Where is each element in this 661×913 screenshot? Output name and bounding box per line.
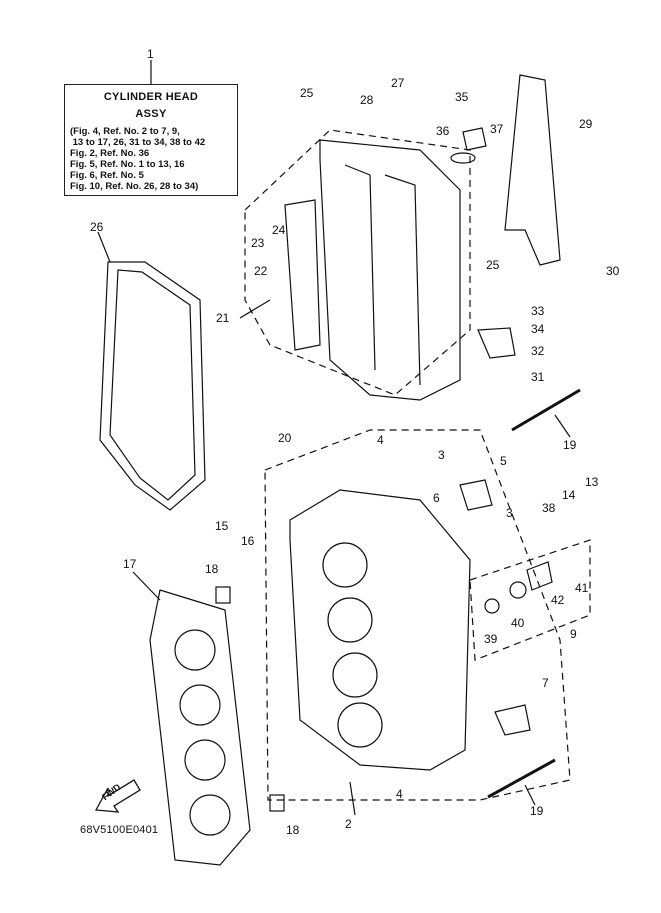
legend-subtitle: ASSY — [135, 108, 167, 120]
callout-32: 32 — [531, 344, 545, 358]
chamber-2 — [327, 597, 373, 643]
callout-27: 27 — [391, 76, 405, 90]
bracket-29 — [504, 74, 561, 266]
bore-1 — [174, 629, 216, 671]
leader-2 — [349, 781, 356, 816]
legend-ref-line: Fig. 2, Ref. No. 36 — [70, 148, 150, 159]
callout-34: 34 — [531, 322, 545, 336]
callout-4a: 4 — [377, 433, 384, 447]
callout-22: 22 — [254, 264, 268, 278]
callout-3a: 3 — [438, 448, 445, 462]
o-ring — [450, 152, 476, 164]
callout-14: 14 — [562, 488, 576, 502]
bore-3 — [184, 739, 226, 781]
callout-40: 40 — [511, 616, 525, 630]
cylinder-head-group-outline — [264, 429, 571, 801]
dowel-18-lower — [269, 794, 285, 812]
valve-cover-rib-1 — [344, 164, 376, 371]
clamp-lower — [494, 704, 531, 736]
valve-cover-group-outline — [244, 129, 471, 396]
callout-9: 9 — [570, 627, 577, 641]
legend-refs: (Fig. 4, Ref. No. 2 to 7, 9, 13 to 17, 2… — [70, 126, 205, 192]
callout-37: 37 — [490, 122, 504, 136]
oil-cap — [462, 127, 487, 151]
valve-cover-rib-2 — [384, 174, 421, 386]
callout-30: 30 — [606, 264, 620, 278]
leader-19-upper — [554, 414, 571, 438]
long-bolt-upper — [511, 388, 581, 432]
fwd-arrow-icon — [94, 779, 141, 813]
legend-ref-line: Fig. 6, Ref. No. 5 — [70, 170, 144, 181]
chamber-1 — [322, 542, 368, 588]
chamber-3 — [332, 652, 378, 698]
valve-cover-plate — [284, 199, 321, 351]
legend-title: CYLINDER HEAD — [103, 91, 199, 103]
leader-21 — [239, 299, 271, 319]
thermostat — [509, 581, 527, 599]
cam-sensor — [477, 327, 516, 359]
legend-ref-line: Fig. 10, Ref. No. 26, 28 to 34) — [70, 181, 199, 192]
callout-6: 6 — [433, 491, 440, 505]
callout-7: 7 — [542, 676, 549, 690]
callout-20: 20 — [278, 431, 292, 445]
callout-31: 31 — [531, 370, 545, 384]
callout-41: 41 — [575, 581, 589, 595]
valve-cover — [319, 139, 461, 401]
thermostat-seal — [484, 598, 500, 614]
callout-18a: 18 — [205, 562, 219, 576]
thermostat-group-outline — [469, 539, 591, 661]
legend-ref-line: Fig. 5, Ref. No. 1 to 13, 16 — [70, 159, 185, 170]
thermostat-cover — [526, 561, 553, 591]
dowel-18-upper — [215, 586, 231, 604]
cylinder-head — [289, 489, 471, 771]
callout-17: 17 — [123, 557, 137, 571]
callout-24: 24 — [272, 223, 286, 237]
callout-4b: 4 — [396, 787, 403, 801]
bore-2 — [179, 684, 221, 726]
callout-18b: 18 — [286, 823, 300, 837]
callout-38: 38 — [542, 501, 556, 515]
head-gasket — [149, 589, 251, 866]
callout-13: 13 — [585, 475, 599, 489]
diagram-part-code: 68V5100E0401 — [80, 824, 159, 836]
callout-3b: 3 — [506, 506, 513, 520]
callout-19b: 19 — [530, 804, 544, 818]
long-bolt-lower — [487, 758, 556, 799]
bore-4 — [189, 794, 231, 836]
valve-cover-gasket-inner — [109, 269, 196, 501]
callout-5: 5 — [500, 454, 507, 468]
leader-26 — [97, 231, 111, 263]
callout-2: 2 — [345, 817, 352, 831]
valve-cover-gasket — [99, 261, 206, 511]
callout-29: 29 — [579, 117, 593, 131]
callout-21: 21 — [216, 311, 230, 325]
callout-28: 28 — [360, 93, 374, 107]
legend-ref-line: 13 to 17, 26, 31 to 34, 38 to 42 — [70, 137, 206, 148]
callout-15: 15 — [215, 519, 229, 533]
leader-19-lower — [524, 784, 536, 806]
callout-1: 1 — [147, 47, 154, 61]
callout-19a: 19 — [563, 438, 577, 452]
callout-25b: 25 — [486, 258, 500, 272]
callout-42: 42 — [551, 593, 565, 607]
callout-25a: 25 — [300, 86, 314, 100]
callout-39: 39 — [484, 632, 498, 646]
leader-17 — [132, 571, 161, 601]
legend-ref-line: (Fig. 4, Ref. No. 2 to 7, 9, — [70, 126, 180, 137]
clamp-upper — [459, 479, 493, 511]
callout-36: 36 — [436, 124, 450, 138]
legend-box: CYLINDER HEAD ASSY (Fig. 4, Ref. No. 2 t… — [64, 84, 238, 196]
callout-33: 33 — [531, 304, 545, 318]
callout-26: 26 — [90, 220, 104, 234]
chamber-4 — [337, 702, 383, 748]
callout-16: 16 — [241, 534, 255, 548]
callout-35: 35 — [455, 90, 469, 104]
callout-23: 23 — [251, 236, 265, 250]
